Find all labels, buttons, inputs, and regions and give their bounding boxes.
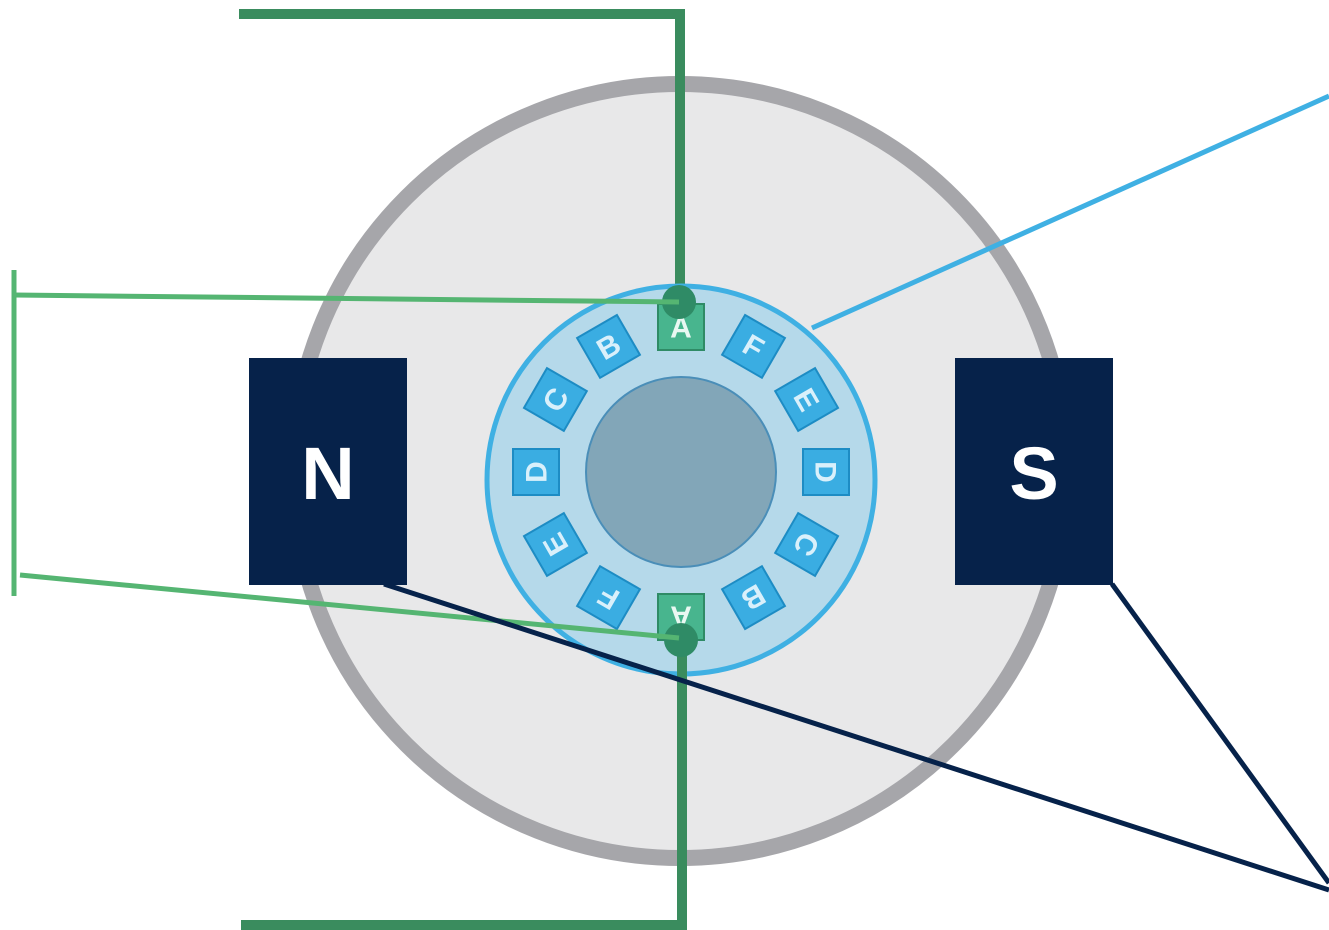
armature-leader bbox=[810, 93, 1329, 331]
commutator-segment-box bbox=[720, 313, 787, 380]
commutator-segment-f: F bbox=[575, 564, 642, 631]
north-pole-label: N bbox=[301, 432, 354, 515]
commutator-segment-label: A bbox=[670, 312, 692, 345]
commutator-segment-c: C bbox=[773, 511, 840, 578]
commutator-segment-box bbox=[522, 366, 589, 433]
commutator-segment-a: A bbox=[657, 303, 705, 351]
commutator-segment-d: D bbox=[802, 448, 850, 496]
south-pole: S bbox=[955, 358, 1113, 585]
commutator-segment-e: E bbox=[773, 366, 840, 433]
commutator-segment-box bbox=[773, 511, 840, 578]
shaft bbox=[585, 376, 777, 568]
north-pole: N bbox=[249, 358, 407, 585]
south-pole-label: S bbox=[1009, 432, 1058, 515]
commutator-segment-box bbox=[773, 366, 840, 433]
commutator-segment-b: B bbox=[720, 564, 787, 631]
commutator-segment-d: D bbox=[512, 448, 560, 496]
commutator-segment-e: E bbox=[522, 511, 589, 578]
commutator-segment-box bbox=[720, 564, 787, 631]
commutator-segment-f: F bbox=[720, 313, 787, 380]
commutator-segment-box bbox=[522, 511, 589, 578]
commutator-segment-c: C bbox=[522, 366, 589, 433]
coil-leader bbox=[11, 270, 680, 641]
commutator-segment-box bbox=[575, 564, 642, 631]
commutator-segment-b: B bbox=[575, 313, 642, 380]
commutator-segment-label: D bbox=[809, 461, 842, 483]
coil-line-bottom bbox=[19, 572, 680, 641]
commutator-segment-box bbox=[802, 448, 850, 496]
pole-leader bbox=[383, 581, 1329, 893]
commutator-segment-box bbox=[575, 313, 642, 380]
north-pole-magnet bbox=[249, 358, 407, 585]
lower-brush-wire bbox=[241, 640, 687, 930]
commutator-segment-box bbox=[512, 448, 560, 496]
south-pole-magnet bbox=[955, 358, 1113, 585]
coil-line-top bbox=[13, 292, 680, 305]
lower-brush bbox=[664, 623, 698, 657]
upper-brush-wire bbox=[239, 9, 685, 302]
pole-leader-north bbox=[383, 581, 1329, 893]
commutator-segment-label: D bbox=[521, 461, 554, 483]
pole-leader-south bbox=[1109, 582, 1329, 885]
